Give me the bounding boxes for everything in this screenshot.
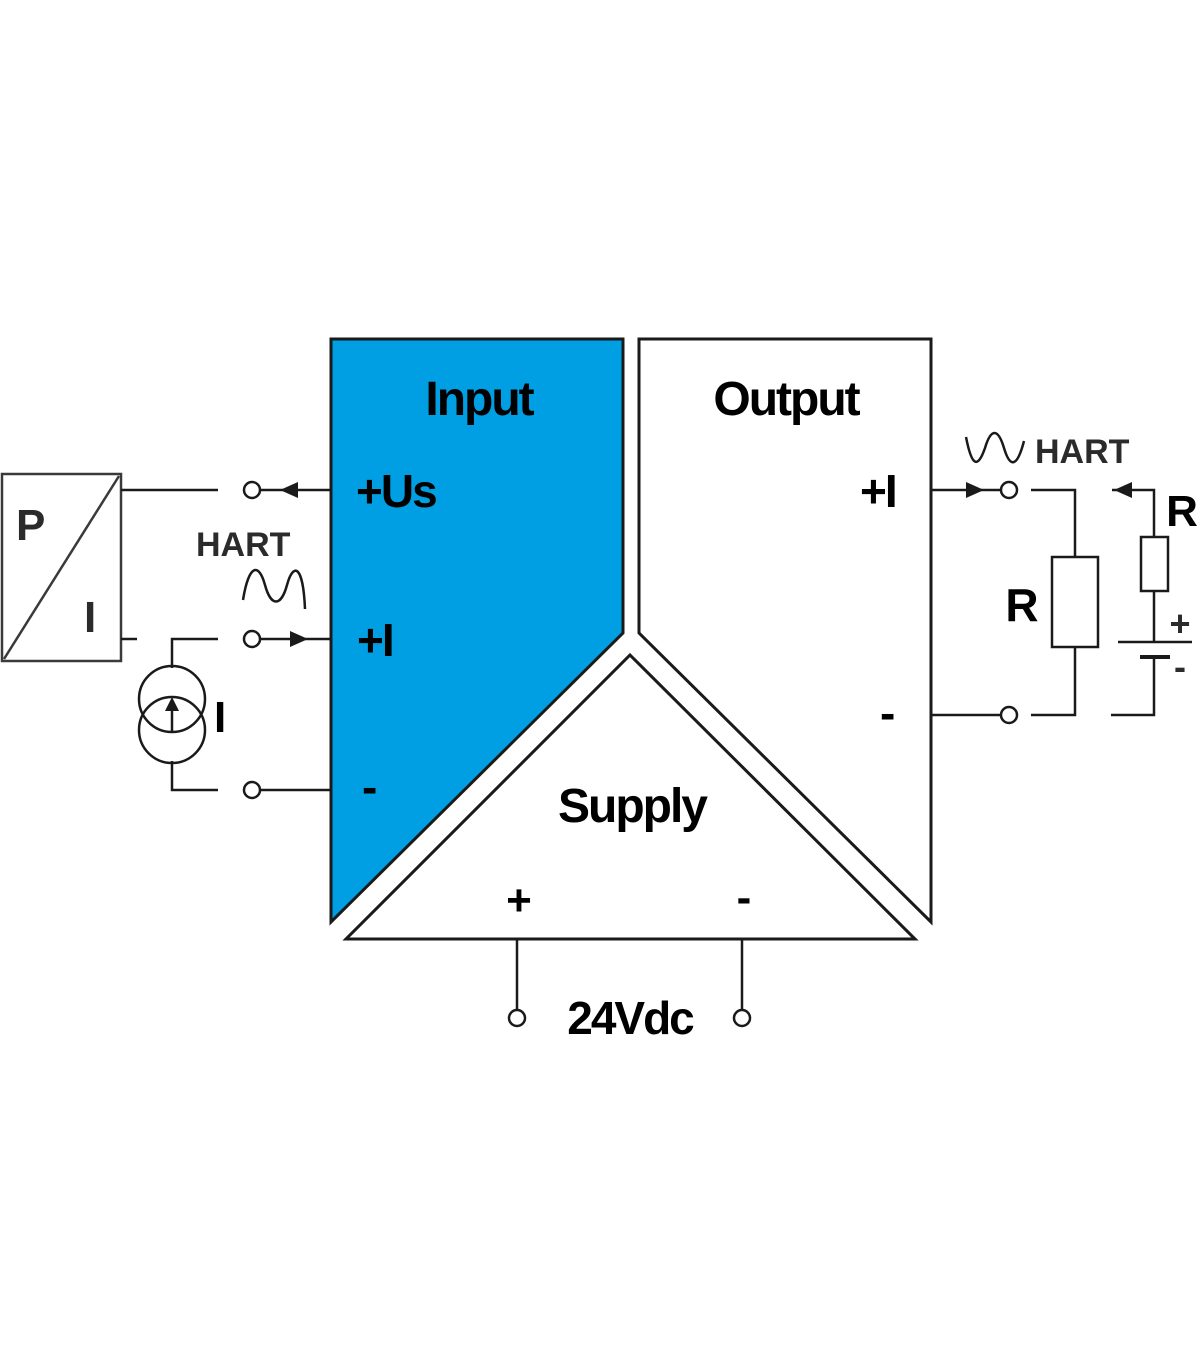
output-wiring: R HART R + -	[931, 431, 1199, 725]
input-i-terminal	[242, 629, 262, 649]
supply-terminal-minus-label: -	[737, 873, 750, 922]
loop-resistor-label: R	[1166, 487, 1197, 536]
output-minus-terminal	[999, 705, 1019, 725]
input-block-shape	[329, 337, 625, 926]
supply-terminal-plus-label: +	[506, 876, 530, 925]
output-hart-label: HART	[1035, 433, 1130, 471]
input-hart-wave-icon	[241, 568, 307, 610]
out-i-arrow-icon	[966, 482, 984, 498]
supply-block: Supply + - 24Vdc	[342, 652, 919, 1044]
input-terminal-i-label: +I	[357, 614, 393, 666]
input-wiring: I HART	[121, 480, 331, 800]
input-minus-terminal	[242, 780, 262, 800]
loop-wire-bottom	[1111, 657, 1156, 717]
output-hart-wave-icon	[964, 431, 1026, 464]
current-source-arrow-head	[165, 697, 179, 711]
supply-minus-terminal	[732, 1008, 752, 1028]
input-block: Input +Us +I -	[329, 337, 625, 926]
supply-plus-terminal	[507, 1008, 527, 1028]
input-block-title: Input	[425, 373, 534, 426]
pressure-transmitter: P I	[0, 472, 123, 663]
us-arrow-icon	[280, 482, 298, 498]
current-source-label: I	[214, 693, 224, 742]
input-terminal-minus-label: -	[362, 761, 376, 813]
output-terminal-minus-label: -	[880, 687, 894, 739]
current-source-icon	[137, 664, 207, 765]
output-block-title: Output	[713, 373, 860, 426]
supply-voltage-label: 24Vdc	[567, 992, 694, 1044]
battery-plus-label: +	[1169, 603, 1190, 644]
input-us-terminal	[242, 480, 262, 500]
battery-minus-label: -	[1174, 646, 1186, 687]
loop-arrow-icon	[1114, 482, 1132, 498]
out-minus-wire-right	[1031, 647, 1077, 717]
transmitter-bottom-label: I	[84, 593, 96, 642]
output-block-shape	[637, 337, 933, 926]
transmitter-diagonal	[2, 475, 121, 660]
input-terminal-us-label: +Us	[356, 465, 436, 517]
i-wire-left	[170, 637, 218, 668]
load-resistor-icon	[1050, 555, 1100, 649]
load-resistor-label: R	[1005, 579, 1038, 631]
out-i-wire-right	[1031, 488, 1077, 557]
supply-block-shape	[342, 652, 919, 941]
i-arrow-icon	[290, 631, 308, 647]
loop-wire-top	[1112, 488, 1156, 537]
transmitter-top-label: P	[16, 501, 45, 550]
output-i-terminal	[999, 480, 1019, 500]
loop-resistor-icon	[1139, 535, 1170, 593]
minus-wire-left	[170, 761, 218, 792]
input-hart-label: HART	[196, 526, 291, 564]
output-block: Output +I -	[637, 337, 933, 926]
output-terminal-i-label: +I	[860, 465, 896, 517]
supply-block-title: Supply	[558, 780, 708, 833]
